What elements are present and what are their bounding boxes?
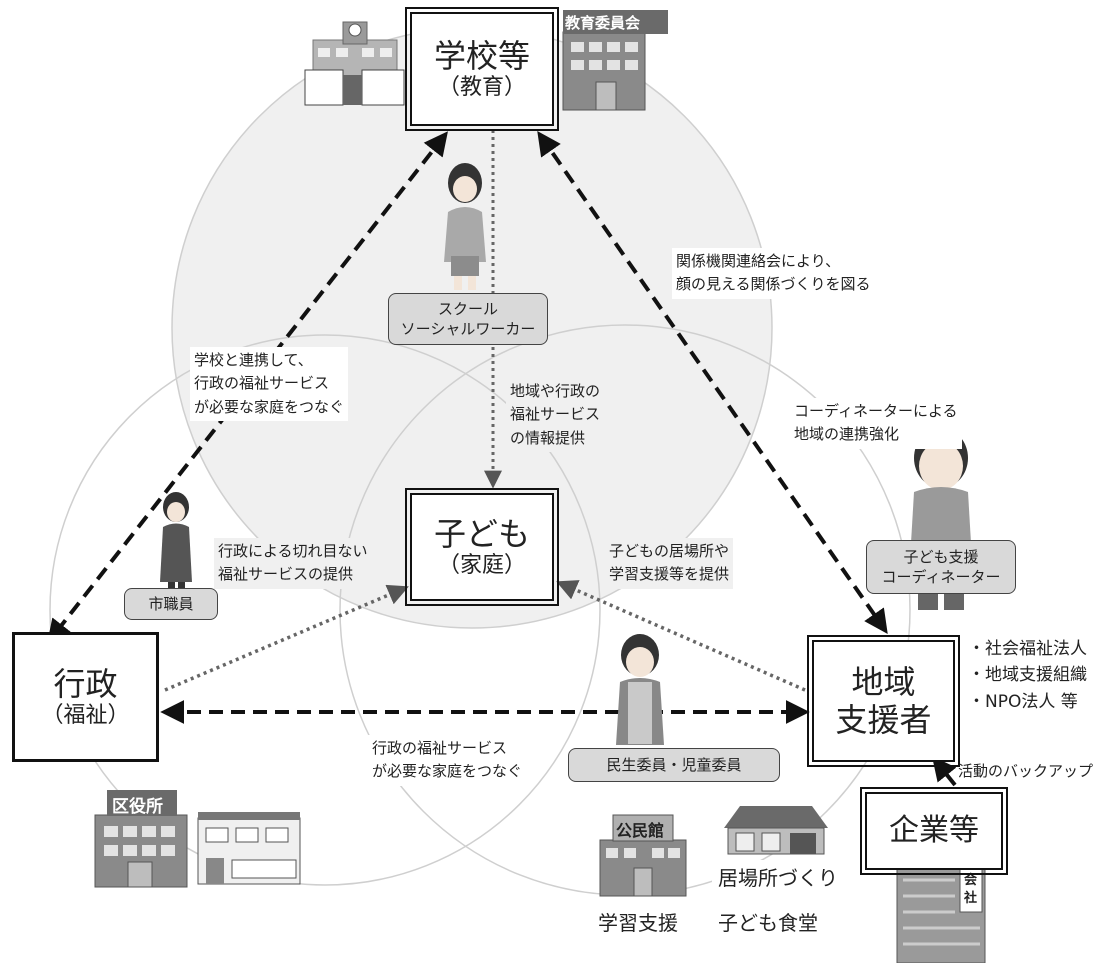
school-building-icon <box>304 21 405 106</box>
arrow-company-community <box>932 756 957 787</box>
arrow-school-community <box>537 131 888 634</box>
community-node-line1: 地域 <box>851 662 916 701</box>
company-node-title: 企業等 <box>889 813 979 848</box>
ward-office-label: 区役所 <box>112 797 163 817</box>
gov-node: 行政 （福祉） <box>12 632 159 762</box>
note-school-child: 地域や行政の 福祉サービス の情報提供 <box>506 378 605 452</box>
support-orgs-list: ・社会福祉法人 ・地域支援組織 ・NPO法人 等 <box>968 636 1087 715</box>
arrow-community-child <box>556 580 806 692</box>
activity-ibasho: 居場所づくり <box>712 860 844 893</box>
board-of-education-label: 教育委員会 <box>565 14 641 32</box>
social-worker-label: スクール ソーシャルワーカー <box>388 293 548 345</box>
note-company-backup: 活動のバックアップ <box>958 762 1094 780</box>
child-node: 子ども （家庭） <box>405 488 559 606</box>
office-building-icon <box>197 812 301 885</box>
ward-office-building-icon <box>94 790 188 888</box>
community-center-building-icon <box>599 814 687 897</box>
support-org-item: ・NPO法人 等 <box>968 691 1078 712</box>
child-node-title: 子ども <box>433 514 530 553</box>
activity-learning: 学習支援 <box>592 905 684 938</box>
note-coordinator: コーディネーターによる 地域の連携強化 <box>790 398 962 449</box>
note-gov-child: 行政による切れ目ない 福祉サービスの提供 <box>214 538 372 589</box>
board-of-education-building-icon <box>562 10 668 111</box>
support-org-item: ・社会福祉法人 <box>968 639 1087 659</box>
company-node: 企業等 <box>860 787 1008 875</box>
welfare-commissioner-person-icon <box>616 634 664 745</box>
school-node-subtitle: （教育） <box>437 75 526 100</box>
community-center-label: 公民館 <box>616 821 665 840</box>
support-org-item: ・地域支援組織 <box>968 665 1087 686</box>
note-community-child: 子どもの居場所や 学習支援等を提供 <box>605 538 734 589</box>
coordinator-label: 子ども支援 コーディネーター <box>866 540 1016 594</box>
house-icon <box>724 806 828 855</box>
company-sign-label: 会社 <box>964 873 978 906</box>
activity-shokudo: 子ども食堂 <box>712 905 824 938</box>
note-school-gov: 学校と連携して、 行政の福祉サービス が必要な家庭をつなぐ <box>190 347 349 421</box>
note-school-community: 関係機関連絡会により、 顔の見える関係づくりを図る <box>672 248 875 299</box>
community-node: 地域 支援者 <box>807 635 960 767</box>
gov-node-subtitle: （福祉） <box>41 703 130 728</box>
gov-node-title: 行政 <box>53 664 118 703</box>
community-node-line2: 支援者 <box>835 701 932 739</box>
note-gov-community: 行政の福祉サービス が必要な家庭をつなぐ <box>368 735 527 786</box>
arrow-gov-child <box>164 584 409 692</box>
welfare-commissioner-label: 民生委員・児童委員 <box>568 748 780 782</box>
social-worker-person-icon <box>444 163 486 290</box>
child-node-subtitle: （家庭） <box>437 553 526 578</box>
school-node-title: 学校等 <box>433 36 530 75</box>
city-staff-label: 市職員 <box>124 588 218 620</box>
school-node: 学校等 （教育） <box>405 7 559 131</box>
city-staff-person-icon <box>160 492 192 594</box>
